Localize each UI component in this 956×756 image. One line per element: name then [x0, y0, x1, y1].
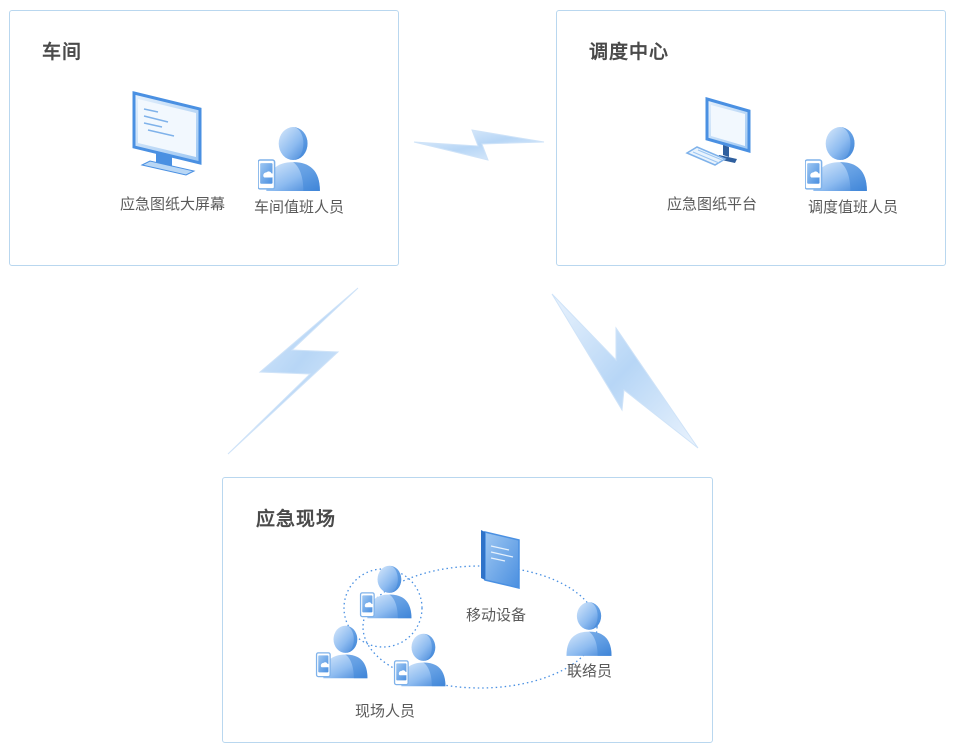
liaison-person-icon: [563, 600, 615, 658]
big-screen-monitor-icon: [132, 91, 202, 176]
scene-title: 应急现场: [256, 508, 337, 530]
desktop-computer-icon: [685, 97, 751, 166]
scene-personnel-label: 现场人员: [355, 702, 416, 720]
scene-network-links: [343, 565, 598, 689]
dispatch-title: 调度中心: [589, 41, 670, 63]
workshop-title: 车间: [42, 41, 83, 63]
scene-person-top-icon: [359, 564, 413, 620]
dispatch-staff-person-icon: [805, 125, 867, 193]
workshop-panel: 车间 应急图纸大屏幕 车间值班人员: [9, 10, 399, 266]
scene-panel: 应急现场 移动设备 联络员 现场人员: [222, 477, 713, 743]
big-screen-label: 应急图纸大屏幕: [120, 195, 226, 213]
workshop-staff-label: 车间值班人员: [254, 198, 345, 216]
scene-person-left-icon: [315, 624, 369, 680]
wireless-link-bolt-left-icon: [227, 287, 359, 455]
wireless-link-bolt-right-icon: [551, 293, 699, 449]
liaison-label: 联络员: [567, 662, 613, 680]
scene-person-right-icon: [393, 632, 447, 688]
dispatch-staff-label: 调度值班人员: [808, 198, 899, 216]
mobile-device-tablet-icon: [481, 530, 520, 589]
wireless-link-bolt-top-icon: [413, 129, 545, 161]
workshop-staff-person-icon: [258, 125, 320, 193]
platform-label: 应急图纸平台: [667, 195, 758, 213]
mobile-device-label: 移动设备: [466, 606, 527, 624]
dispatch-panel: 调度中心 应急图纸平台 调度值班人员: [556, 10, 946, 266]
